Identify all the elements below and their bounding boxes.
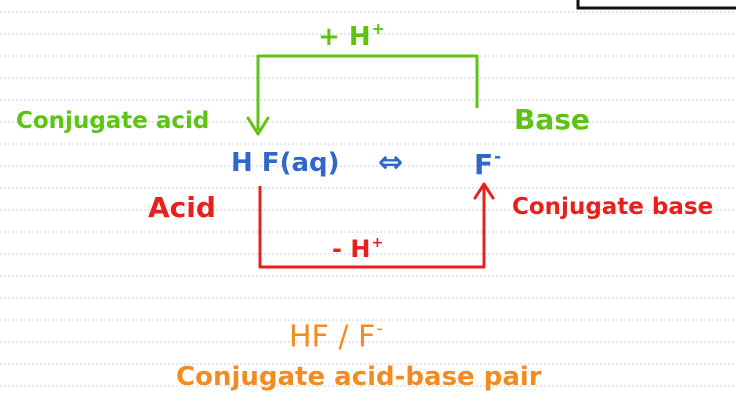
- right-species-symbol: F: [474, 147, 494, 181]
- bottom-proton-text: - H: [332, 235, 371, 264]
- bottom-bracket-arrowhead: [473, 182, 495, 200]
- top-bracket-line: [256, 54, 479, 130]
- bottom-bracket-line: [258, 186, 486, 269]
- conjugate-acid-label: Conjugate acid: [16, 108, 210, 134]
- conjugate-base-label: Conjugate base: [512, 194, 714, 220]
- acid-label: Acid: [148, 191, 216, 224]
- right-species: F-: [474, 148, 501, 179]
- bottom-proton-charge: +: [371, 235, 384, 251]
- bottom-proton-label: - H+: [332, 236, 383, 261]
- top-proton-text: + H: [318, 21, 371, 52]
- page-corner-frame: [576, 0, 736, 10]
- top-proton-charge: +: [371, 20, 385, 38]
- ruled-lines: [0, 11, 736, 387]
- pair-formula-text: HF / F: [289, 319, 376, 355]
- pair-caption: Conjugate acid-base pair: [176, 362, 542, 392]
- pair-formula: HF / F-: [289, 320, 383, 353]
- top-bracket-arrowhead: [246, 116, 270, 136]
- pair-formula-charge: -: [376, 318, 383, 339]
- top-proton-label: + H+: [318, 20, 385, 52]
- left-species: H F(aq): [231, 148, 340, 178]
- base-label: Base: [514, 103, 590, 136]
- equilibrium-arrow: ⇔: [378, 145, 404, 180]
- right-species-charge: -: [494, 146, 502, 166]
